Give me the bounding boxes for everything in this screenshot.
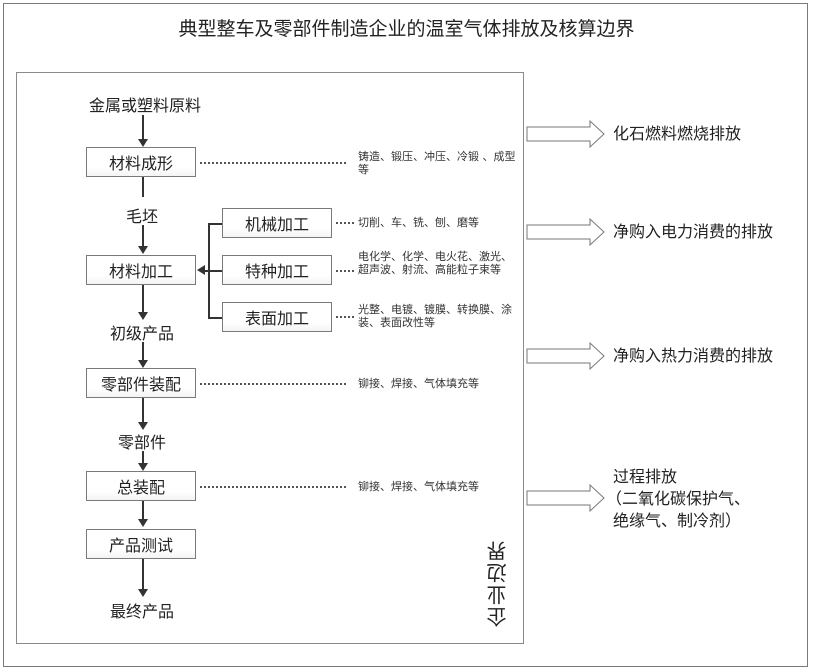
- arrow-processing-to-primary: [142, 285, 144, 315]
- parts-assembly-box: 零部件装配: [86, 368, 196, 398]
- blank-label: 毛坯: [125, 207, 158, 226]
- input-material-label: 金属或塑料原料: [88, 96, 201, 115]
- mechanical-processing-box: 机械加工: [222, 208, 332, 238]
- arrow-parts-to-final-assembly-head: [138, 463, 148, 471]
- arrow-testing-to-final-product-head: [138, 589, 148, 597]
- electricity-emission-label: 净购入电力消费的排放: [613, 222, 774, 241]
- bracket-to-surface: [208, 317, 222, 319]
- arrow-primary-to-assembly-head: [138, 360, 148, 368]
- surface-processing-box: 表面加工: [222, 302, 332, 332]
- assembly-leader: [200, 383, 346, 385]
- surface-leader: [336, 316, 354, 318]
- final-product-label: 最终产品: [109, 602, 174, 621]
- arrow-parts-to-final-assembly: [142, 451, 144, 465]
- arrow-input-to-forming: [142, 115, 144, 141]
- arrow-final-assembly-to-testing: [142, 501, 144, 521]
- final-assembly-note: 铆接、焊接、气体填充等: [358, 480, 479, 493]
- arrow-blank-to-processing: [142, 225, 144, 247]
- outer-frame: [3, 3, 808, 667]
- mechanical-note: 切削、车、铣、刨、磨等: [358, 216, 479, 229]
- forming-box: 材料成形: [86, 147, 196, 177]
- special-processing-box: 特种加工: [222, 255, 332, 285]
- arrow-processing-to-primary-head: [138, 312, 148, 320]
- special-note: 电化学、化学、电火花、激光、超声波、射流、高能粒子束等: [358, 250, 512, 276]
- mechanical-leader: [336, 222, 354, 224]
- heat-emission-label: 净购入热力消费的排放: [613, 346, 774, 365]
- final-assembly-leader: [200, 486, 346, 488]
- arrow-primary-to-assembly: [142, 342, 144, 362]
- arrow-blank-to-processing-head: [138, 246, 148, 254]
- forming-leader: [200, 162, 346, 164]
- diagram-title: 典型整车及零部件制造企业的温室气体排放及核算边界: [178, 18, 635, 40]
- process-emission-detail-1: （二氧化碳保护气、: [606, 489, 751, 508]
- arrow-forming-to-blank: [142, 177, 144, 197]
- arrow-input-to-forming-head: [138, 139, 148, 147]
- fossil-fuel-emission-label: 化石燃料燃烧排放: [613, 124, 742, 143]
- final-assembly-box: 总装配: [86, 471, 196, 501]
- arrow-assembly-to-parts-head: [138, 422, 148, 430]
- processing-box: 材料加工: [86, 255, 196, 285]
- process-emission-detail-2: 绝缘气、制冷剂）: [613, 511, 742, 530]
- arrow-into-processing-head: [197, 265, 205, 275]
- surface-note: 光整、电镀、镀膜、转换膜、涂装、表面改性等: [358, 303, 512, 329]
- arrow-final-assembly-to-testing-head: [138, 519, 148, 527]
- enterprise-boundary-label: 企业边界: [486, 539, 510, 627]
- process-emission-title: 过程排放: [613, 467, 678, 486]
- enterprise-boundary: [16, 72, 524, 644]
- bracket-to-mechanical: [208, 223, 222, 225]
- parts-label: 零部件: [117, 433, 166, 452]
- special-leader: [336, 270, 354, 272]
- parts-assembly-note: 铆接、焊接、气体填充等: [358, 377, 479, 390]
- arrow-testing-to-final-product: [142, 559, 144, 591]
- product-testing-box: 产品测试: [86, 529, 196, 559]
- primary-product-label: 初级产品: [109, 324, 174, 343]
- forming-note: 铸造、锻压、冲压、冷锻 、成型等: [358, 150, 516, 176]
- arrow-assembly-to-parts: [142, 398, 144, 424]
- bracket-to-special: [204, 270, 222, 272]
